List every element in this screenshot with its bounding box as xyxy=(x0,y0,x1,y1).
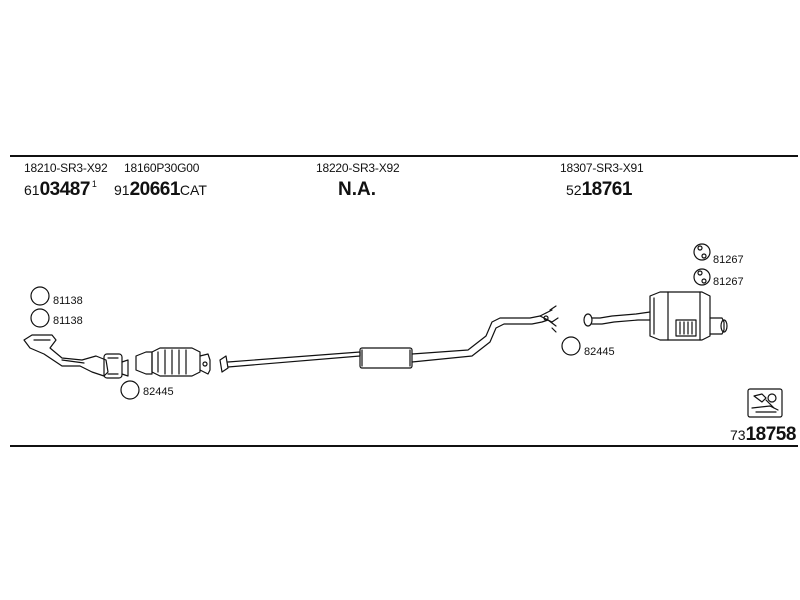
gasket-ring-icon[interactable] xyxy=(120,380,140,400)
part-code: 9120661CAT xyxy=(114,179,207,200)
fitting-label: 81267 xyxy=(713,276,744,288)
hanger-icon[interactable] xyxy=(693,243,711,261)
part-catalyst[interactable]: 18160P30G00 9120661CAT xyxy=(114,161,207,199)
gasket-ring-icon[interactable] xyxy=(30,308,50,328)
fitting-label: 81138 xyxy=(53,315,83,327)
part-rear-muffler[interactable]: 18307-SR3-X91 5218761 xyxy=(560,161,644,200)
hanger-icon[interactable] xyxy=(693,268,711,286)
center-pipe-drawing[interactable] xyxy=(219,305,559,373)
oem-number: 18210-SR3-X92 xyxy=(24,161,108,175)
fitting-label: 82445 xyxy=(143,386,174,398)
part-code: N.A. xyxy=(338,179,376,200)
exhaust-kit-icon[interactable] xyxy=(747,388,783,418)
top-rule xyxy=(10,155,798,157)
bottom-rule xyxy=(10,445,798,447)
rear-muffler-drawing[interactable] xyxy=(583,291,728,341)
front-pipe-drawing[interactable] xyxy=(23,334,129,379)
oem-number: 18307-SR3-X91 xyxy=(560,161,644,175)
oem-number: 18220-SR3-X92 xyxy=(316,161,400,175)
fitting-label: 82445 xyxy=(584,346,615,358)
gasket-ring-icon[interactable] xyxy=(561,336,581,356)
oem-number: 18160P30G00 xyxy=(124,161,200,175)
fitting-label: 81138 xyxy=(53,295,83,307)
fitting-label: 81267 xyxy=(713,254,744,266)
catalyst-drawing[interactable] xyxy=(135,347,211,377)
kit-number[interactable]: 7318758 xyxy=(730,424,796,445)
gasket-ring-icon[interactable] xyxy=(30,286,50,306)
part-center-pipe[interactable]: 18220-SR3-X92 N.A. xyxy=(316,161,400,200)
part-code: 5218761 xyxy=(566,179,632,200)
